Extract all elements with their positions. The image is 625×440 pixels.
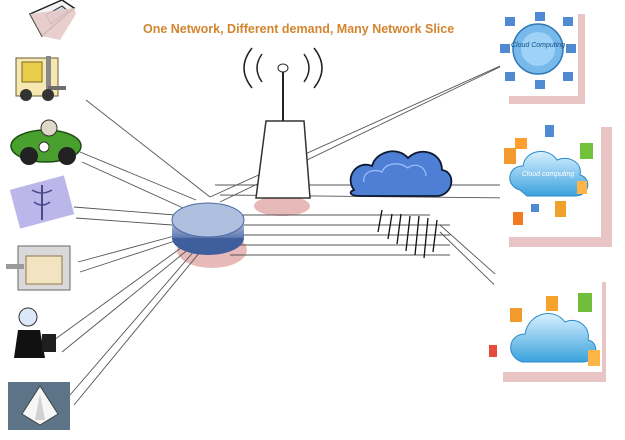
- cloud-computing-network-top: Cloud Computing: [500, 6, 578, 96]
- cloud-computing-label-middle: Cloud computing: [522, 171, 575, 178]
- smart-bulb-person-icon: [14, 307, 56, 358]
- mobile-phone-icon: [28, 0, 76, 40]
- network-hub-icon: [171, 202, 245, 255]
- medical-caduceus-icon: [9, 175, 75, 229]
- space-shuttle-icon: [8, 382, 70, 430]
- cloud-computing-label-top: Cloud Computing: [511, 42, 565, 49]
- cloud-computing-network-middle: Cloud computing: [500, 119, 601, 237]
- cloud-computing-network-bottom: [489, 274, 602, 372]
- diagram-title: One Network, Different demand, Many Netw…: [143, 22, 455, 36]
- toaster-icon: [6, 245, 71, 291]
- storm-cloud-icon: [349, 150, 453, 259]
- forklift-icon: [15, 56, 66, 101]
- cell-tower-icon: [243, 47, 323, 199]
- connection-lines: [53, 56, 523, 406]
- race-car-icon: [10, 119, 82, 165]
